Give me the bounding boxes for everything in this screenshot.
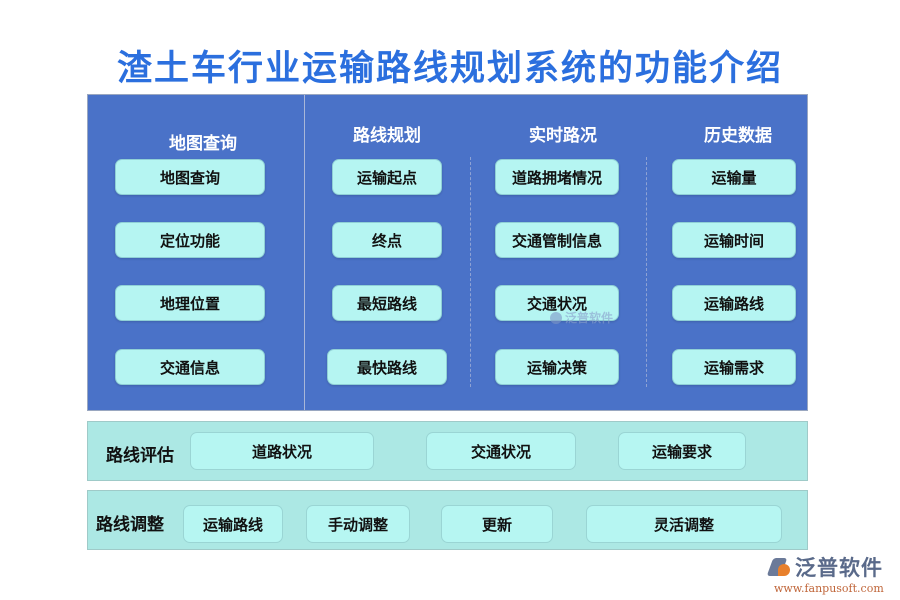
watermark: 泛普软件	[550, 309, 613, 326]
item-road-condition[interactable]: 道路状况	[190, 432, 374, 470]
item-transport-requirement[interactable]: 运输要求	[618, 432, 746, 470]
item-geo-location[interactable]: 地理位置	[115, 285, 265, 321]
column-heading-history-data: 历史数据	[704, 126, 772, 146]
logo-url: www.fanpusoft.com	[774, 582, 884, 595]
brand-logo: 泛普软件 www.fanpusoft.com	[766, 552, 895, 595]
item-map-query[interactable]: 地图查询	[115, 159, 265, 195]
item-congestion[interactable]: 道路拥堵情况	[495, 159, 619, 195]
item-traffic-control[interactable]: 交通管制信息	[495, 222, 619, 258]
watermark-logo-icon	[550, 312, 562, 324]
item-traffic-condition[interactable]: 交通状况	[426, 432, 576, 470]
item-manual-adjust[interactable]: 手动调整	[306, 505, 410, 543]
item-flexible-adjust[interactable]: 灵活调整	[586, 505, 782, 543]
item-start-point[interactable]: 运输起点	[332, 159, 442, 195]
dashed-divider	[646, 157, 647, 387]
dashed-divider	[470, 157, 471, 387]
column-heading-realtime-traffic: 实时路况	[529, 126, 597, 146]
item-end-point[interactable]: 终点	[332, 222, 442, 258]
column-divider	[304, 95, 305, 410]
row-label-route-evaluation: 路线评估	[106, 446, 174, 466]
route-evaluation-panel: 路线评估 道路状况 交通状况 运输要求	[87, 421, 808, 481]
logo-name: 泛普软件	[795, 556, 883, 580]
item-transport-demand[interactable]: 运输需求	[672, 349, 796, 385]
item-positioning[interactable]: 定位功能	[115, 222, 265, 258]
item-traffic-info[interactable]: 交通信息	[115, 349, 265, 385]
item-adjust-route[interactable]: 运输路线	[183, 505, 283, 543]
item-transport-time[interactable]: 运输时间	[672, 222, 796, 258]
column-heading-map-query: 地图查询	[169, 134, 237, 154]
page-title: 渣土车行业运输路线规划系统的功能介绍	[116, 49, 783, 89]
item-update[interactable]: 更新	[441, 505, 553, 543]
row-label-route-adjustment: 路线调整	[96, 515, 164, 535]
item-fastest-route[interactable]: 最快路线	[327, 349, 447, 385]
item-transport-decision[interactable]: 运输决策	[495, 349, 619, 385]
route-adjustment-panel: 路线调整 运输路线 手动调整 更新 灵活调整	[87, 490, 808, 550]
column-heading-route-planning: 路线规划	[353, 126, 421, 146]
fanpu-logo-icon	[766, 556, 792, 578]
main-function-panel: 地图查询 地图查询 定位功能 地理位置 交通信息 路线规划 运输起点 终点 最短…	[87, 94, 808, 411]
item-transport-route[interactable]: 运输路线	[672, 285, 796, 321]
item-shortest-route[interactable]: 最短路线	[332, 285, 442, 321]
item-transport-volume[interactable]: 运输量	[672, 159, 796, 195]
